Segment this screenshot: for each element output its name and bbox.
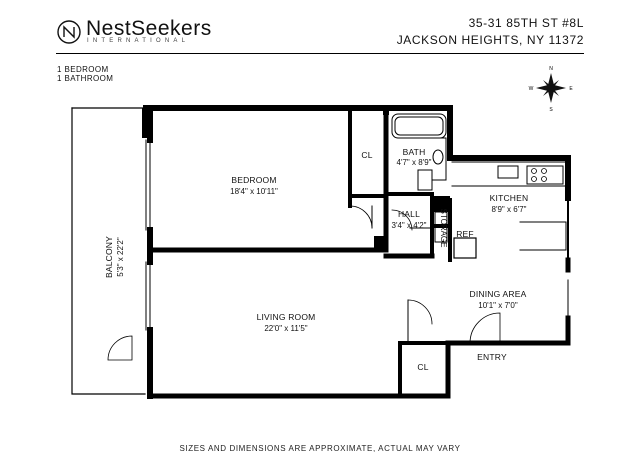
bath-label: BATH [403, 147, 426, 157]
brand-name: NestSeekers [86, 17, 212, 40]
bedroom-count: 1 BEDROOM [57, 65, 109, 74]
header: NestSeekers INTERNATIONAL 35-31 85TH ST … [0, 0, 640, 56]
hall-label: HALL [398, 209, 420, 219]
compass-e: E [569, 86, 573, 92]
entry-label: ENTRY [477, 352, 507, 362]
bedroom-dims: 18'4" x 10'11" [230, 187, 278, 196]
dining-area-label: DINING AREA [470, 289, 527, 299]
brand-tagline: INTERNATIONAL [87, 38, 190, 44]
nestseekers-logo-icon [57, 20, 81, 44]
kitchen-label: KITCHEN [490, 193, 529, 203]
address-line-2: JACKSON HEIGHTS, NY 11372 [396, 33, 584, 47]
bathroom-count: 1 BATHROOM [57, 74, 114, 83]
living-room-label: LIVING ROOM [257, 312, 316, 322]
dining-area-dims: 10'1" x 7'0" [478, 301, 518, 310]
living-room-dims: 22'0" x 11'5" [264, 324, 307, 333]
entry-closet-label: CL [417, 362, 428, 372]
header-divider [56, 53, 584, 54]
compass-rose-icon: N S E W [529, 66, 574, 112]
compass-w: W [529, 86, 534, 92]
ref-label: REF [456, 229, 474, 239]
compass-s: S [549, 107, 553, 112]
balcony-label: BALCONY [104, 236, 114, 278]
balcony-outline [71, 107, 146, 395]
balcony-dims: 5'3" x 22'2" [116, 237, 125, 277]
address-line-1: 35-31 85TH ST #8L [468, 16, 584, 30]
hall-dims: 3'4" x 4'2" [392, 221, 427, 230]
kitchen-dims: 8'9" x 6'7" [492, 205, 527, 214]
storage-label: STORAGE [439, 209, 448, 248]
compass-n: N [549, 66, 553, 72]
bedroom-closet-label: CL [361, 150, 372, 160]
bath-dims: 4'7" x 8'9" [397, 158, 432, 167]
disclaimer: SIZES AND DIMENSIONS ARE APPROXIMATE, AC… [179, 444, 461, 453]
bedroom-label: BEDROOM [231, 175, 276, 185]
